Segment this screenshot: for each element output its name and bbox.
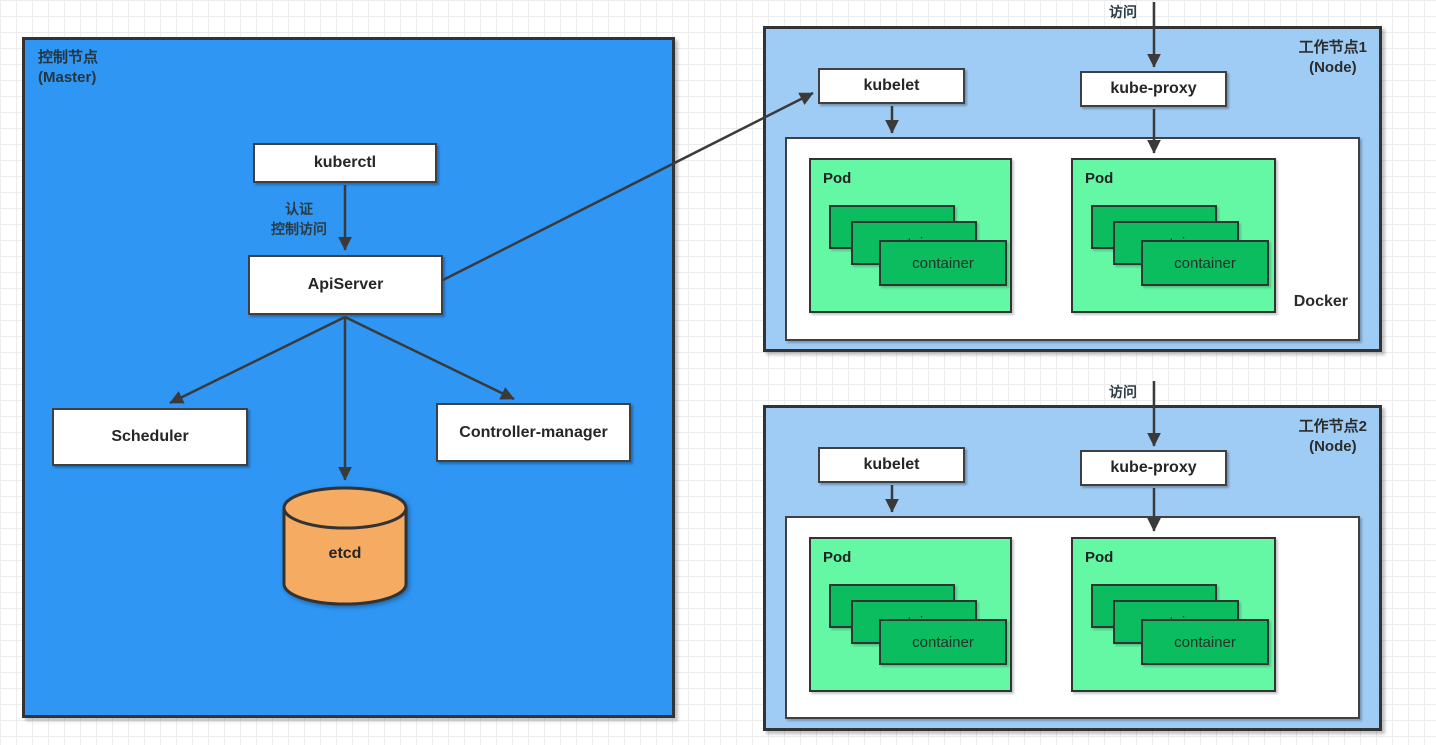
auth-access-label-line1: 认证 xyxy=(285,201,313,217)
node2-pod-b-label: Pod xyxy=(1085,549,1114,566)
node2-docker-box: Pod container container Pod container co… xyxy=(785,516,1360,719)
etcd-cylinder: etcd xyxy=(281,485,409,607)
controller-manager-box: Controller-manager xyxy=(436,403,631,462)
apiserver-label: ApiServer xyxy=(307,276,384,293)
scheduler-label: Scheduler xyxy=(111,428,189,445)
node2-kube-proxy-box: kube-proxy xyxy=(1080,450,1227,486)
etcd-label: etcd xyxy=(328,545,362,562)
node2-title: 工作节点2 (Node) xyxy=(1299,417,1367,457)
master-title: 控制节点 (Master) xyxy=(38,48,98,88)
node1-pod-b-container-front: container xyxy=(1141,240,1269,286)
master-node-region: 控制节点 (Master) xyxy=(22,37,675,718)
node2-kubelet-box: kubelet xyxy=(818,447,965,483)
node2-pod-b: Pod container container xyxy=(1071,537,1276,692)
apiserver-box: ApiServer xyxy=(248,255,443,315)
node1-docker-box: Docker Pod container container Pod conta… xyxy=(785,137,1360,341)
node1-access-label: 访问 xyxy=(1109,4,1137,20)
node1-title-line2: (Node) xyxy=(1309,59,1357,76)
kuberctl-box: kuberctl xyxy=(253,143,437,183)
node1-kube-proxy-box: kube-proxy xyxy=(1080,71,1227,107)
kuberctl-label: kuberctl xyxy=(313,154,377,171)
node2-title-line1: 工作节点2 xyxy=(1298,418,1367,435)
node1-pod-a-container-front: container xyxy=(879,240,1007,286)
node1-kubelet-box: kubelet xyxy=(818,68,965,104)
node1-pod-b-label: Pod xyxy=(1085,170,1114,187)
scheduler-box: Scheduler xyxy=(52,408,248,466)
master-title-line2: (Master) xyxy=(38,69,97,86)
node2-pod-a-container-front: container xyxy=(879,619,1007,665)
etcd-cylinder-shape xyxy=(282,486,408,606)
node2-access-label: 访问 xyxy=(1109,384,1137,400)
auth-access-label-line2: 控制访问 xyxy=(271,221,327,237)
node1-docker-label: Docker xyxy=(1293,293,1348,310)
node1-pod-a-label: Pod xyxy=(823,170,852,187)
node1-title-line1: 工作节点1 xyxy=(1298,39,1367,56)
node2-title-line2: (Node) xyxy=(1309,438,1357,455)
node1-kubelet-label: kubelet xyxy=(863,77,920,94)
controller-manager-label: Controller-manager xyxy=(459,423,608,441)
node2-pod-b-container-front: container xyxy=(1141,619,1269,665)
node2-pod-a: Pod container container xyxy=(809,537,1012,692)
node1-pod-b: Pod container container xyxy=(1071,158,1276,313)
node1-pod-a: Pod container container xyxy=(809,158,1012,313)
node2-kubelet-label: kubelet xyxy=(863,456,920,473)
node2-kube-proxy-label: kube-proxy xyxy=(1110,459,1197,476)
node2-pod-a-label: Pod xyxy=(823,549,852,566)
node1-kube-proxy-label: kube-proxy xyxy=(1110,80,1197,97)
master-title-line1: 控制节点 xyxy=(38,49,99,66)
node1-title: 工作节点1 (Node) xyxy=(1299,38,1367,78)
auth-access-label: 认证 控制访问 xyxy=(239,199,359,239)
